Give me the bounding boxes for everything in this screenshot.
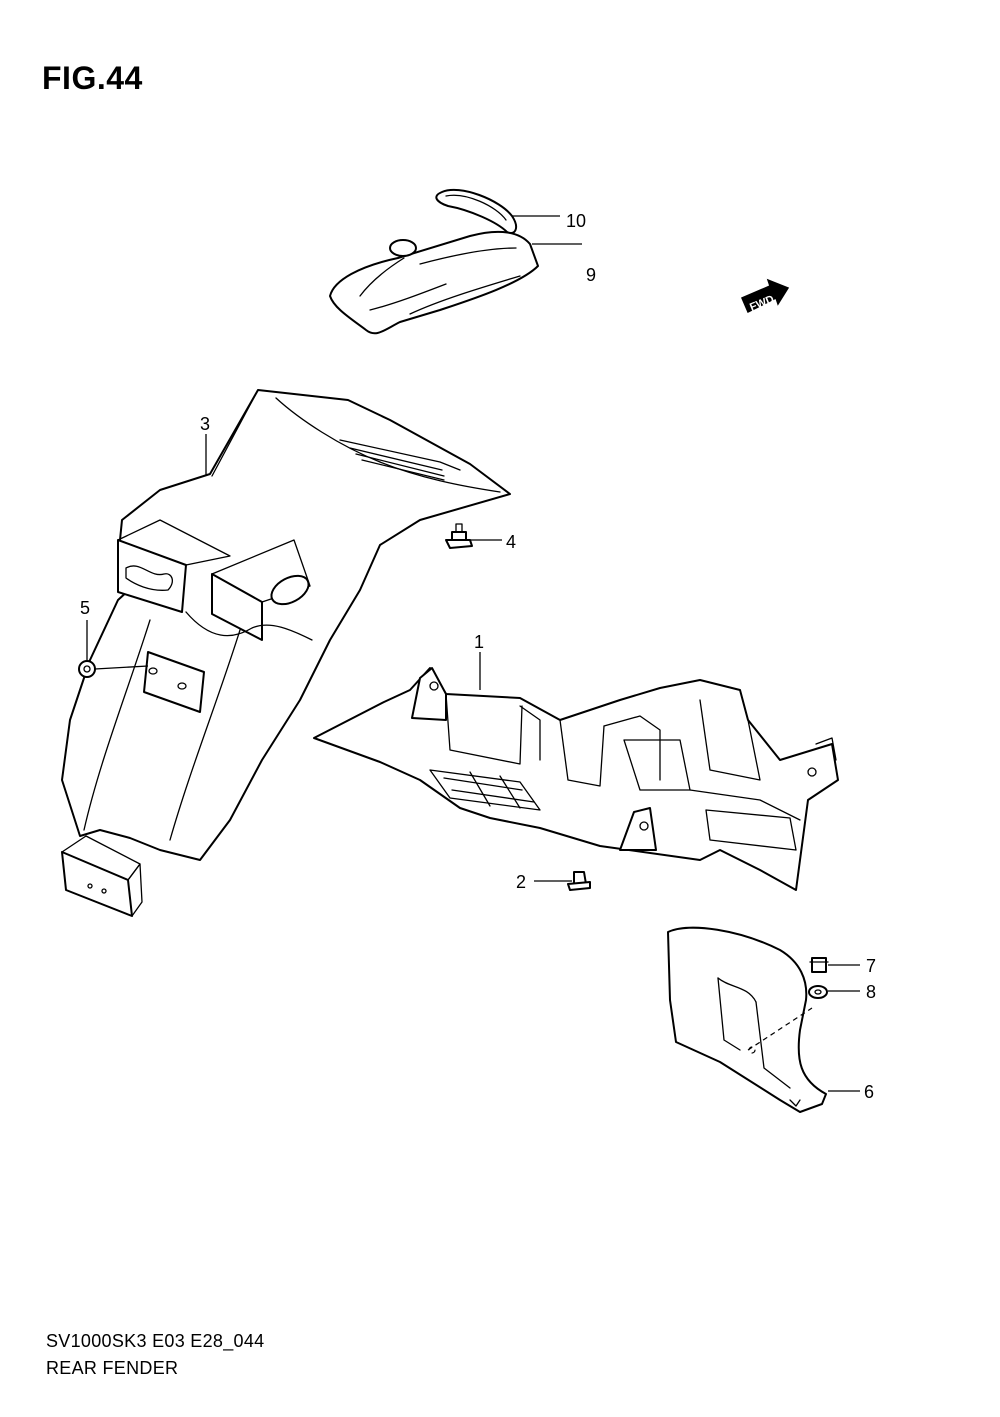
diagram-name: REAR FENDER <box>46 1358 179 1378</box>
part-2-bolt[interactable] <box>567 871 591 891</box>
part-8-washer[interactable] <box>808 985 828 999</box>
callout-3: 3 <box>200 414 210 434</box>
callout-7: 7 <box>866 956 876 976</box>
callout-4: 4 <box>506 532 516 552</box>
leader-5 <box>86 620 149 670</box>
callout-10: 10 <box>566 211 586 231</box>
callout-2: 2 <box>516 872 526 892</box>
part-4-bolt[interactable] <box>445 523 473 549</box>
part-10-seal-band[interactable] <box>435 188 518 234</box>
callout-8: 8 <box>866 982 876 1002</box>
part-1-undertray[interactable] <box>313 667 839 891</box>
callout-6: 6 <box>864 1082 874 1102</box>
part-3-rear-fender[interactable] <box>61 389 511 917</box>
callout-5: 5 <box>80 598 90 618</box>
part-9-cover[interactable] <box>329 230 539 335</box>
callout-9: 9 <box>586 265 596 285</box>
part-6-inner-cover[interactable] <box>667 926 827 1113</box>
diagram-code: SV1000SK3 E03 E28_044 <box>46 1331 265 1351</box>
figure-title: FIG.44 <box>42 60 143 96</box>
callout-1: 1 <box>474 632 484 652</box>
part-7-bolt[interactable] <box>809 957 829 973</box>
forward-arrow-icon: FWD <box>741 278 790 314</box>
part-5-nut[interactable] <box>78 660 96 678</box>
